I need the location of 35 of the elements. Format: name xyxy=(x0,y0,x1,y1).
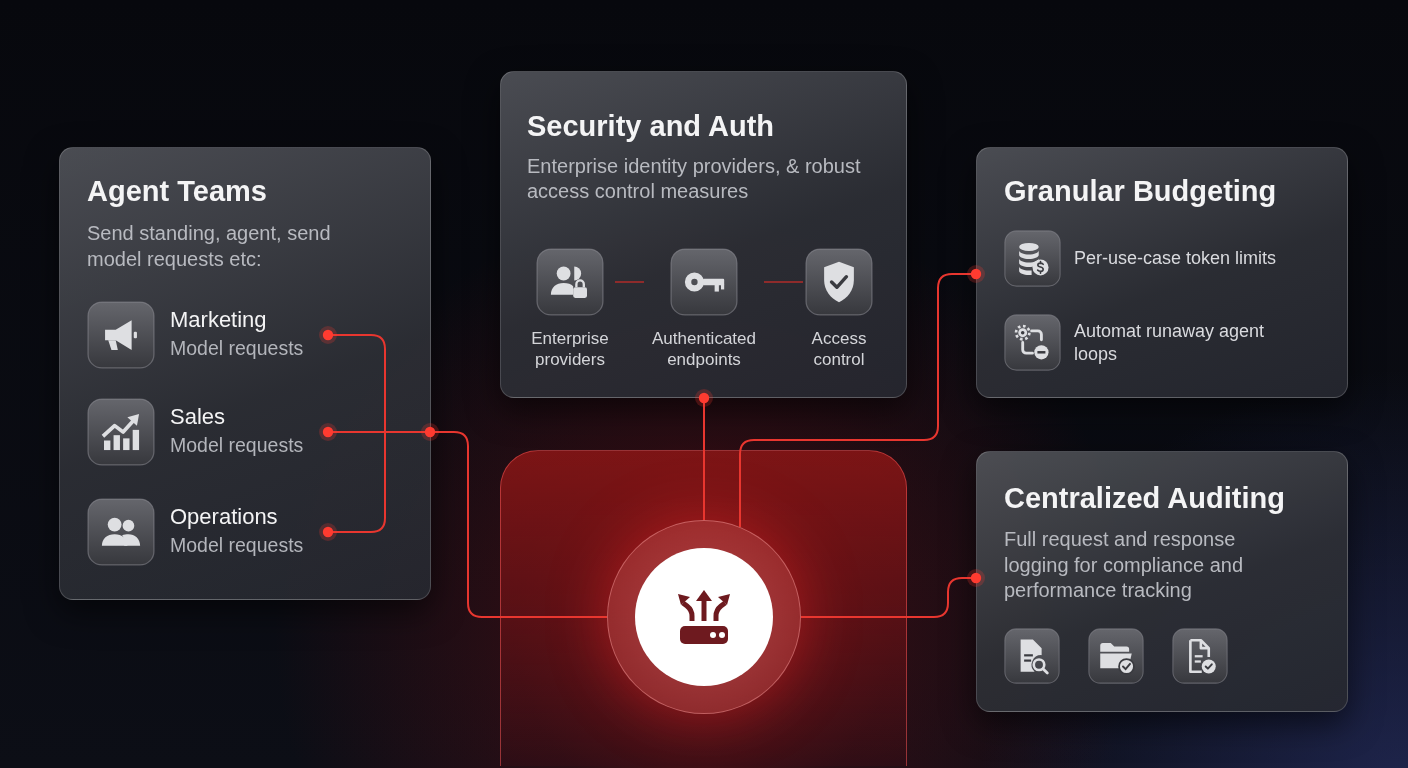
connector-line xyxy=(800,569,985,618)
card-title: Centralized Auditing xyxy=(1004,481,1285,516)
card-title: Granular Budgeting xyxy=(1004,174,1277,209)
card-description: Enterprise identity providers, & robust access control measures xyxy=(527,154,862,204)
team-name: Sales xyxy=(170,404,226,430)
feature-text: Automat runaway agent loops xyxy=(1074,320,1266,366)
connector-line xyxy=(614,281,645,283)
document-search-icon xyxy=(1004,628,1060,684)
team-name: Marketing xyxy=(170,307,267,333)
connector-line xyxy=(319,431,386,541)
card-description: Send standing, agent, send model requests etc: xyxy=(87,221,332,272)
glow-panel xyxy=(500,450,907,766)
icon-caption: Authenticated endpoints xyxy=(651,328,757,370)
card-description: Full request and response logging for compliance and performance tracking xyxy=(1004,527,1245,603)
connector-line xyxy=(319,423,386,441)
connector-line xyxy=(384,423,608,618)
team-subtitle: Model requests xyxy=(170,534,304,557)
icon-caption: Enterprise providers xyxy=(530,328,610,370)
icon-caption: Access control xyxy=(810,328,868,370)
card-title: Security and Auth xyxy=(527,109,775,144)
document-check-icon xyxy=(1172,628,1228,684)
folder-check-icon xyxy=(1088,628,1144,684)
connector-line xyxy=(739,265,985,528)
team-card xyxy=(59,147,431,600)
connector-line xyxy=(763,281,804,283)
audit-card xyxy=(976,451,1348,712)
team-subtitle: Model requests xyxy=(170,337,304,360)
feature-text: Per-use-case token limits xyxy=(1074,247,1278,270)
team-subtitle: Model requests xyxy=(170,434,304,457)
connector-line xyxy=(695,389,713,521)
security-card xyxy=(500,71,907,398)
card-title: Agent Teams xyxy=(87,174,267,209)
team-name: Operations xyxy=(170,504,278,530)
budget-card xyxy=(976,147,1348,398)
connector-line xyxy=(319,326,386,433)
